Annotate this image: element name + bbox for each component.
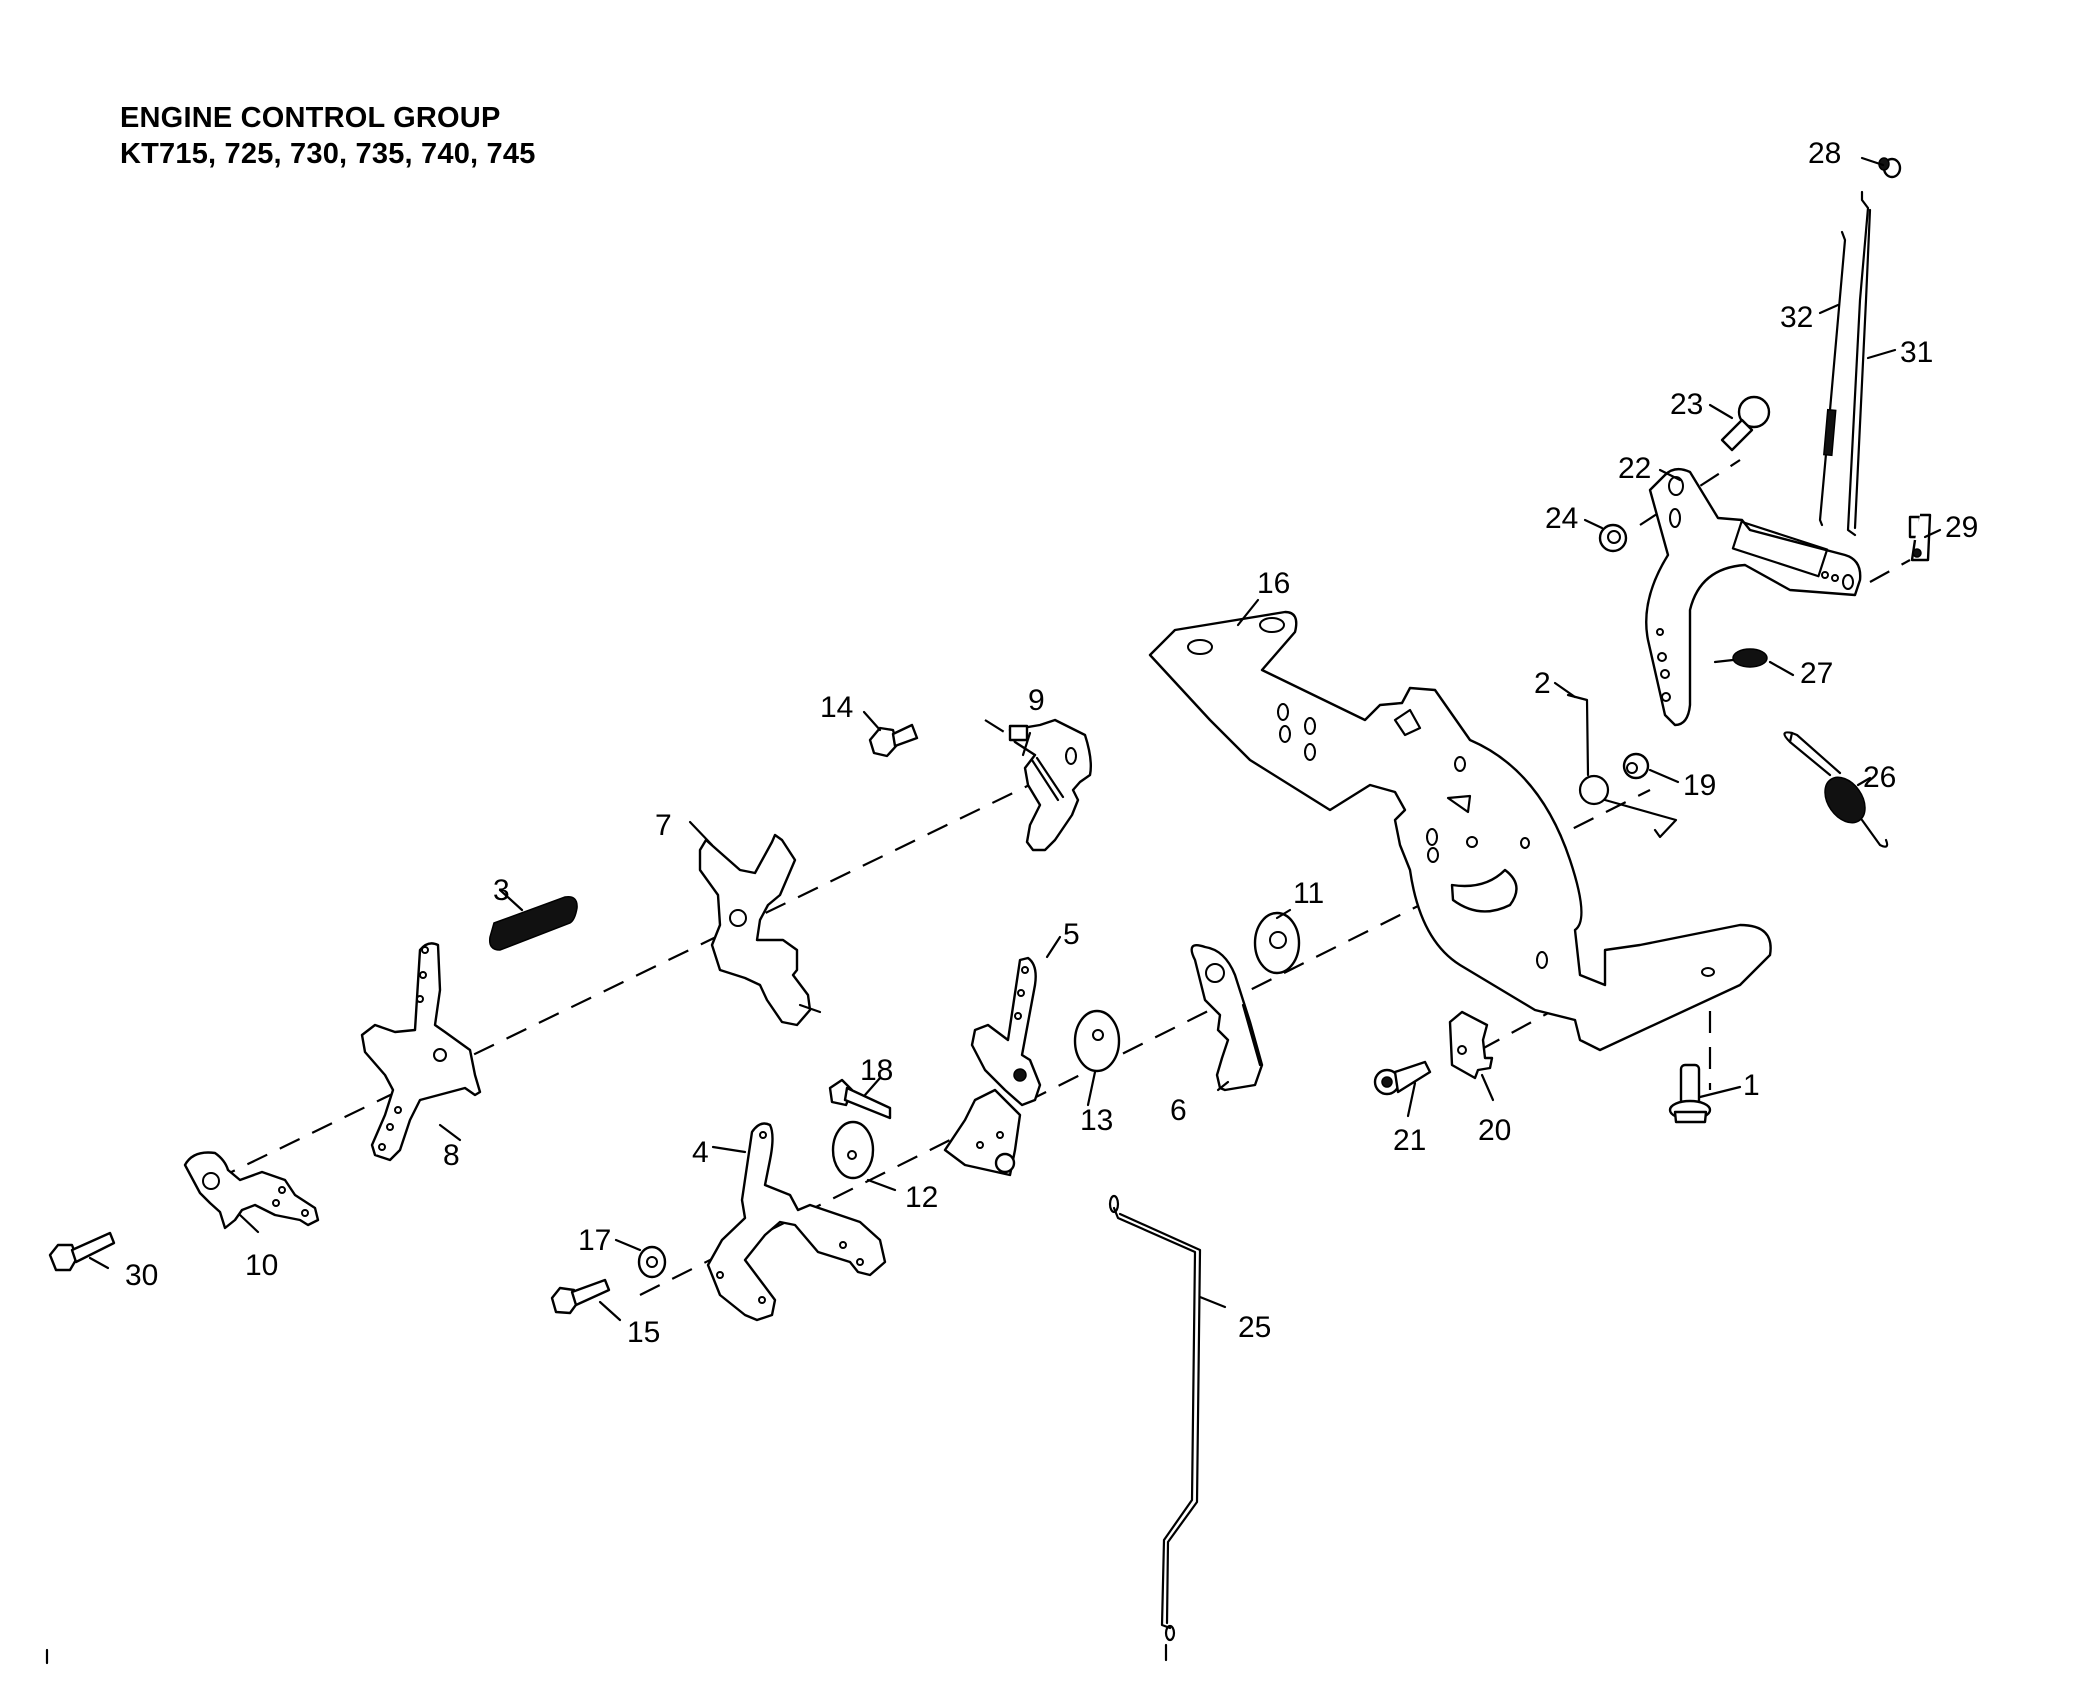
callout-8[interactable]: 8	[443, 1139, 460, 1172]
callout-25[interactable]: 25	[1238, 1311, 1271, 1344]
part-5-lever[interactable]	[943, 956, 1042, 1177]
callout-29[interactable]: 29	[1945, 511, 1978, 544]
part-15-bolt[interactable]	[550, 1278, 611, 1315]
callout-labels: 28 32 31 23 22 24 29 16 27 2 26 19 14 9 …	[125, 137, 1978, 1349]
callout-9[interactable]: 9	[1028, 684, 1045, 717]
callout-4[interactable]: 4	[692, 1136, 709, 1169]
axis-line-29	[1869, 559, 1911, 583]
part-8-lever[interactable]	[360, 942, 482, 1162]
part-27-spring[interactable]	[1713, 648, 1768, 668]
callout-13[interactable]: 13	[1080, 1104, 1113, 1137]
part-30-bolt[interactable]	[48, 1231, 116, 1272]
callout-11[interactable]: 11	[1293, 877, 1324, 910]
axis-line-main	[214, 774, 1051, 1181]
callout-18[interactable]: 18	[860, 1054, 893, 1087]
callout-24[interactable]: 24	[1545, 502, 1578, 535]
part-29-clip[interactable]	[1908, 513, 1932, 562]
leader-lines	[88, 156, 1942, 1322]
part-7-lever[interactable]	[698, 833, 822, 1027]
part-2-wire-spring[interactable]	[1566, 693, 1678, 839]
part-22-throttle-lever[interactable]	[1645, 467, 1862, 727]
part-4-lever[interactable]	[706, 1122, 887, 1322]
part-1-bolt[interactable]	[1668, 1063, 1712, 1124]
callout-21[interactable]: 21	[1393, 1124, 1426, 1157]
part-18-bolt[interactable]	[828, 1078, 892, 1120]
part-25-rod[interactable]	[1108, 1194, 1202, 1642]
part-10-lever[interactable]	[183, 1151, 320, 1230]
part-28-screw[interactable]	[1878, 157, 1902, 179]
part-19-nut[interactable]	[1622, 752, 1650, 780]
part-32-spring-rod[interactable]	[1818, 230, 1847, 527]
part-24-nut[interactable]	[1598, 523, 1628, 553]
part-11-washer[interactable]	[1253, 911, 1301, 975]
callout-31[interactable]: 31	[1900, 336, 1933, 369]
part-16-bracket[interactable]	[1148, 610, 1772, 1052]
part-6-lever[interactable]	[1190, 943, 1264, 1092]
callout-32[interactable]: 32	[1780, 301, 1813, 334]
part-17-washer[interactable]	[637, 1245, 667, 1279]
diagram-title: ENGINE CONTROL GROUP KT715, 725, 730, 73…	[120, 100, 536, 172]
part-12-washer[interactable]	[831, 1120, 875, 1180]
part-14-bolt[interactable]	[868, 723, 919, 758]
part-21-screw[interactable]	[1373, 1060, 1432, 1096]
callout-28[interactable]: 28	[1808, 137, 1841, 170]
callout-19[interactable]: 19	[1683, 769, 1716, 802]
callout-16[interactable]: 16	[1257, 567, 1290, 600]
title-line-2: KT715, 725, 730, 735, 740, 745	[120, 138, 536, 170]
part-23-knob[interactable]	[1720, 395, 1771, 452]
callout-7[interactable]: 7	[655, 809, 672, 842]
callout-3[interactable]: 3	[493, 874, 510, 907]
callout-22[interactable]: 22	[1618, 452, 1651, 485]
part-20-clip[interactable]	[1448, 1010, 1494, 1080]
callout-10[interactable]: 10	[245, 1249, 278, 1282]
callout-2[interactable]: 2	[1534, 667, 1551, 700]
callout-12[interactable]: 12	[905, 1181, 938, 1214]
callout-15[interactable]: 15	[627, 1316, 660, 1349]
callout-27[interactable]: 27	[1800, 657, 1833, 690]
callout-17[interactable]: 17	[578, 1224, 611, 1257]
callout-23[interactable]: 23	[1670, 388, 1703, 421]
callout-14[interactable]: 14	[820, 691, 853, 724]
callout-6[interactable]: 6	[1170, 1094, 1187, 1127]
callout-30[interactable]: 30	[125, 1259, 158, 1292]
part-26-spring[interactable]	[1783, 731, 1889, 848]
callout-5[interactable]: 5	[1063, 918, 1080, 951]
part-3-spring[interactable]	[488, 895, 578, 951]
callout-26[interactable]: 26	[1863, 761, 1896, 794]
part-13-washer[interactable]	[1073, 1009, 1121, 1073]
callout-1[interactable]: 1	[1743, 1069, 1760, 1102]
callout-20[interactable]: 20	[1478, 1114, 1511, 1147]
part-9-lever[interactable]	[1008, 718, 1093, 852]
part-31-rod[interactable]	[1846, 190, 1872, 537]
title-line-1: ENGINE CONTROL GROUP	[120, 102, 501, 134]
